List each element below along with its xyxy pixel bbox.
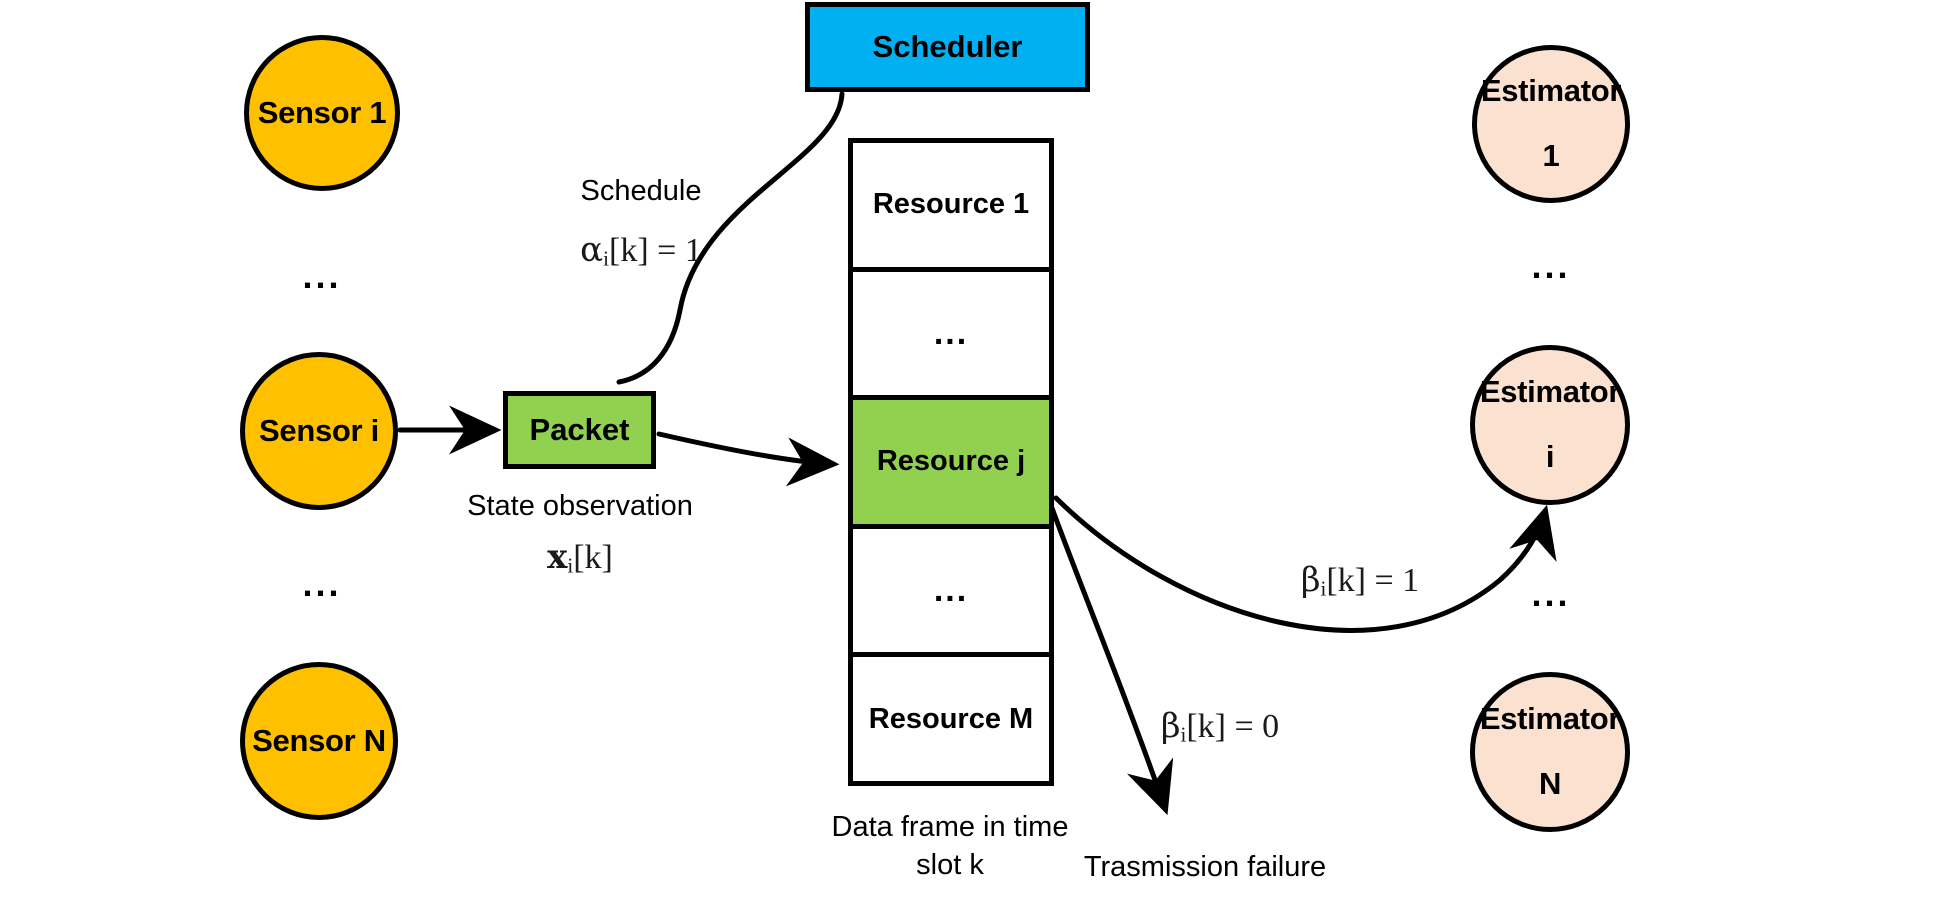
scheduler-box[interactable]: Scheduler — [805, 2, 1090, 92]
success-symbol-rest: [k] = 1 — [1326, 562, 1420, 599]
resource-slot-1[interactable]: Resource 1 — [853, 143, 1049, 272]
data-frame-caption: Data frame in time slot k — [831, 811, 1069, 882]
sensor-node-n[interactable]: Sensor N — [240, 662, 398, 820]
schedule-caption: Schedule — [580, 175, 702, 207]
schedule-symbol-sub: i — [603, 246, 609, 271]
schedule-symbol: αi[k] = 1 — [506, 230, 776, 272]
sensors-ellipsis-bottom: ... — [302, 563, 342, 604]
resource-slot-j-label: Resource j — [876, 445, 1026, 478]
packet-box[interactable]: Packet — [503, 391, 656, 469]
resource-slot-ellipsis-lower-label: ... — [933, 571, 969, 610]
sensors-ellipsis-top: ... — [302, 255, 342, 296]
resource-slot-1-label: Resource 1 — [872, 188, 1030, 221]
data-frame: Resource 1 ... Resource j ... Resource M — [848, 138, 1054, 786]
failure-symbol-rest: [k] = 0 — [1186, 708, 1280, 745]
resource-slot-m-label: Resource M — [868, 702, 1034, 735]
estimators-ellipsis-top: ... — [1531, 245, 1571, 286]
sensor-node-1[interactable]: Sensor 1 — [244, 35, 400, 191]
success-symbol-sub: i — [1320, 576, 1327, 601]
resource-slot-m[interactable]: Resource M — [853, 657, 1049, 781]
estimators-ellipsis-bottom: ... — [1531, 573, 1571, 614]
transmission-failure-caption: Trasmission failure — [1083, 851, 1327, 883]
success-symbol: βi[k] = 1 — [1240, 560, 1480, 602]
failure-symbol-greek: β — [1160, 706, 1181, 746]
arrow-transmission-failure — [1046, 497, 1174, 816]
resource-slot-ellipsis-lower: ... — [853, 528, 1049, 658]
resource-slot-j[interactable]: Resource j — [853, 400, 1049, 529]
failure-symbol-sub: i — [1180, 722, 1187, 747]
failure-symbol: βi[k] = 0 — [1100, 706, 1340, 748]
observation-symbol-rest: [k] — [573, 539, 613, 576]
schedule-symbol-rest: [k] = 1 — [609, 232, 702, 269]
observation-caption: State observation — [467, 490, 693, 522]
sensor-node-1-label: Sensor 1 — [257, 94, 387, 130]
observation-symbol-sub: i — [567, 553, 574, 578]
arrow-packet-to-resource — [656, 431, 840, 487]
resource-slot-ellipsis-upper-label: ... — [933, 313, 969, 352]
success-symbol-greek: β — [1300, 560, 1321, 600]
sensor-node-i[interactable]: Sensor i — [240, 352, 398, 510]
observation-symbol-greek: x — [547, 537, 568, 577]
sensor-node-n-label: Sensor N — [252, 722, 386, 758]
schedule-symbol-greek: α — [580, 230, 604, 270]
sensor-node-i-label: Sensor i — [259, 412, 379, 448]
packet-label: Packet — [529, 412, 630, 447]
resource-slot-ellipsis-upper: ... — [853, 271, 1049, 401]
scheduler-label: Scheduler — [872, 29, 1023, 64]
observation-symbol: xi[k] — [440, 537, 720, 579]
